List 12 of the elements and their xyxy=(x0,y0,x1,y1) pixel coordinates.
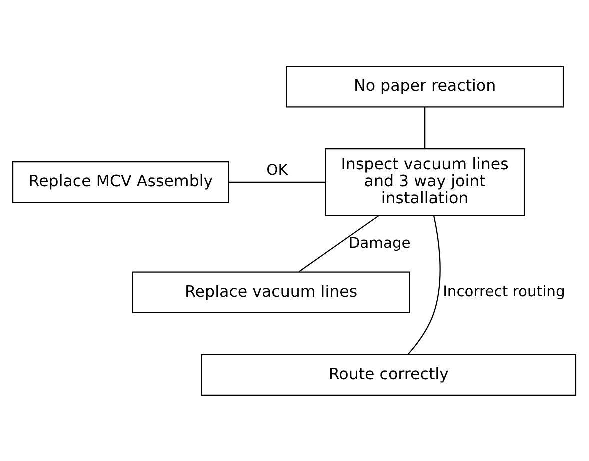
connector xyxy=(298,214,380,272)
node-box: Replace vacuum lines xyxy=(132,271,410,314)
connector xyxy=(424,106,426,148)
node-box: No paper reaction xyxy=(286,65,564,108)
edge-label: OK xyxy=(266,161,288,178)
edge-label: Damage xyxy=(348,234,411,252)
node-box: Inspect vacuum lines and 3 way joint installation xyxy=(325,148,526,216)
connector xyxy=(408,215,441,354)
edge-label: Incorrect routing xyxy=(443,282,566,300)
node-box: Replace MCV Assembly xyxy=(12,160,230,203)
node-box: Route correctly xyxy=(201,354,577,396)
connector xyxy=(229,181,326,182)
